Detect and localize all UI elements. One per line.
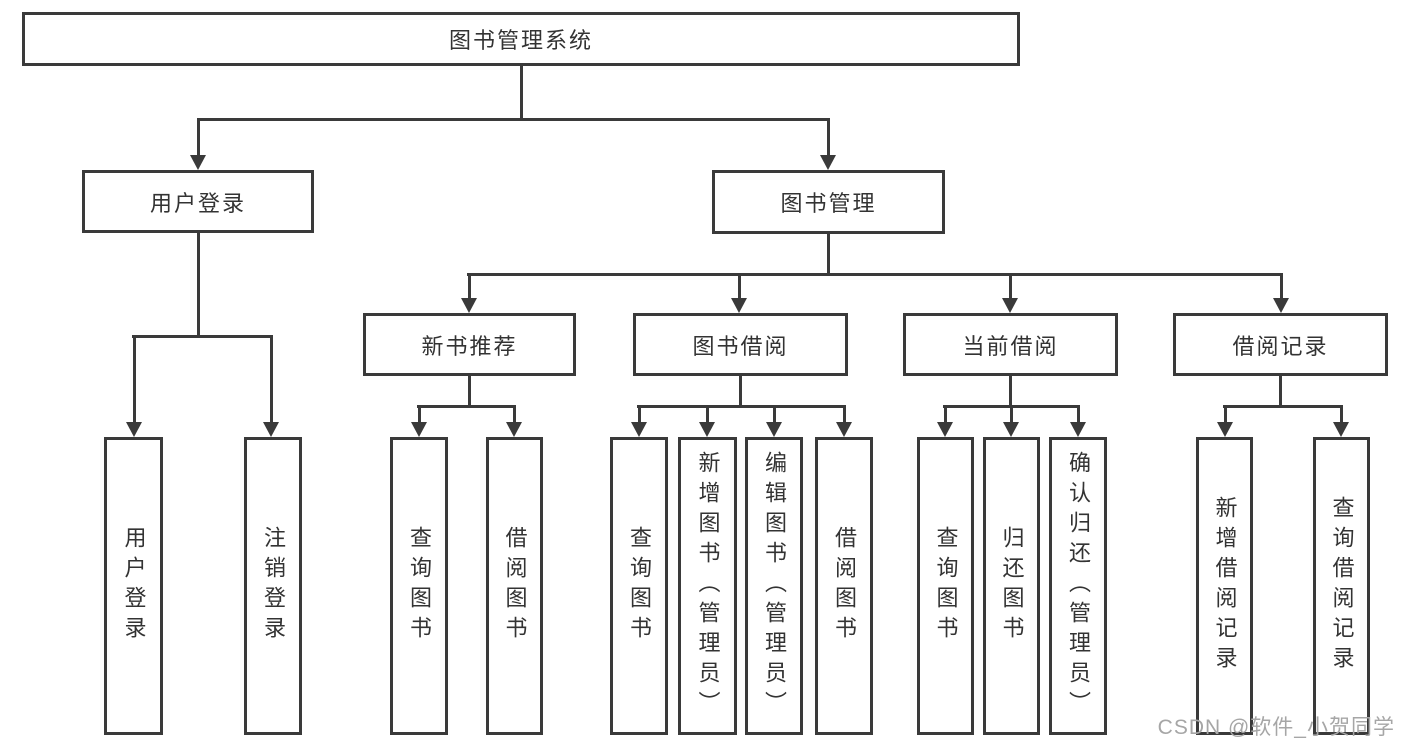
leaf-query-books-recommend: 查询图书: [390, 437, 448, 735]
arrow-down-icon: [820, 155, 836, 170]
connector-line: [706, 405, 709, 422]
arrow-down-icon: [1002, 298, 1018, 313]
arrow-down-icon: [506, 422, 522, 437]
node-label: 编辑图书（管理员）: [762, 451, 787, 721]
leaf-add-borrow-record: 新增借阅记录: [1196, 437, 1253, 735]
leaf-query-books-current: 查询图书: [917, 437, 974, 735]
node-label: 查询借阅记录: [1329, 496, 1355, 676]
arrow-down-icon: [836, 422, 852, 437]
arrow-down-icon: [461, 298, 477, 313]
node-borrowing-records: 借阅记录: [1173, 313, 1388, 376]
connector-line: [1280, 273, 1283, 298]
connector-line: [417, 405, 515, 408]
arrow-down-icon: [126, 422, 142, 437]
connector-line: [637, 405, 845, 408]
connector-line: [513, 405, 516, 422]
node-label: 新书推荐: [421, 333, 518, 359]
leaf-return-book: 归还图书: [983, 437, 1040, 735]
connector-line: [1077, 405, 1080, 422]
leaf-user-login: 用户登录: [104, 437, 163, 735]
connector-line: [1010, 405, 1013, 422]
connector-line: [468, 273, 471, 298]
arrow-down-icon: [190, 155, 206, 170]
connector-line: [843, 405, 846, 422]
leaf-confirm-return-admin: 确认归还（管理员）: [1049, 437, 1107, 735]
node-new-book-recommend: 新书推荐: [363, 313, 576, 376]
connector-line: [197, 118, 830, 121]
arrow-down-icon: [1273, 298, 1289, 313]
node-label: 新增图书（管理员）: [695, 451, 721, 721]
node-label: 用户登录: [121, 526, 147, 646]
arrow-down-icon: [263, 422, 279, 437]
connector-line: [1223, 405, 1343, 408]
node-current-borrowing: 当前借阅: [903, 313, 1118, 376]
node-label: 注销登录: [261, 526, 286, 646]
connector-line: [133, 335, 136, 422]
node-label: 借阅图书: [502, 526, 528, 646]
connector-line: [1224, 405, 1227, 422]
connector-line: [738, 273, 741, 298]
connector-line: [197, 233, 200, 335]
node-label: 确认归还（管理员）: [1066, 451, 1091, 721]
node-book-management: 图书管理: [712, 170, 945, 234]
connector-line: [827, 118, 830, 155]
connector-line: [132, 335, 273, 338]
connector-line: [944, 405, 947, 422]
connector-line: [1340, 405, 1343, 422]
leaf-logout: 注销登录: [244, 437, 302, 735]
connector-line: [1009, 273, 1012, 298]
arrow-down-icon: [1217, 422, 1233, 437]
connector-line: [468, 376, 471, 405]
node-label: 查询图书: [407, 526, 432, 646]
arrow-down-icon: [411, 422, 427, 437]
arrow-down-icon: [631, 422, 647, 437]
leaf-query-books-borrowing: 查询图书: [610, 437, 668, 735]
connector-line: [1279, 376, 1282, 405]
node-label: 图书管理系统: [448, 28, 593, 53]
node-label: 图书管理: [780, 191, 877, 216]
node-label: 查询图书: [933, 526, 959, 646]
arrow-down-icon: [1003, 422, 1019, 437]
connector-line: [467, 273, 1282, 276]
node-label: 用户登录: [149, 190, 246, 216]
node-user-login: 用户登录: [82, 170, 314, 233]
node-label: 新增借阅记录: [1212, 496, 1238, 676]
node-label: 图书借阅: [692, 333, 789, 359]
leaf-query-borrow-record: 查询借阅记录: [1313, 437, 1370, 735]
node-book-borrowing: 图书借阅: [633, 313, 848, 376]
connector-line: [197, 118, 200, 155]
arrow-down-icon: [1070, 422, 1086, 437]
connector-line: [827, 234, 830, 273]
leaf-borrow-books-borrowing: 借阅图书: [815, 437, 873, 735]
leaf-add-book-admin: 新增图书（管理员）: [678, 437, 737, 735]
connector-line: [520, 66, 523, 118]
node-label: 归还图书: [999, 526, 1025, 646]
watermark: CSDN @软件_小贺同学: [1157, 716, 1395, 739]
connector-line: [773, 405, 776, 422]
node-library-system-root: 图书管理系统: [22, 12, 1020, 66]
arrow-down-icon: [937, 422, 953, 437]
connector-line: [270, 335, 273, 422]
connector-line: [638, 405, 641, 422]
arrow-down-icon: [699, 422, 715, 437]
node-label: 当前借阅: [962, 333, 1059, 359]
node-label: 借阅图书: [832, 526, 857, 646]
arrow-down-icon: [1333, 422, 1349, 437]
node-label: 借阅记录: [1232, 333, 1329, 359]
leaf-edit-book-admin: 编辑图书（管理员）: [745, 437, 803, 735]
connector-line: [739, 376, 742, 405]
arrow-down-icon: [731, 298, 747, 313]
connector-line: [418, 405, 421, 422]
connector-line: [1009, 376, 1012, 405]
node-label: 查询图书: [627, 526, 652, 646]
arrow-down-icon: [766, 422, 782, 437]
leaf-borrow-books-recommend: 借阅图书: [486, 437, 543, 735]
